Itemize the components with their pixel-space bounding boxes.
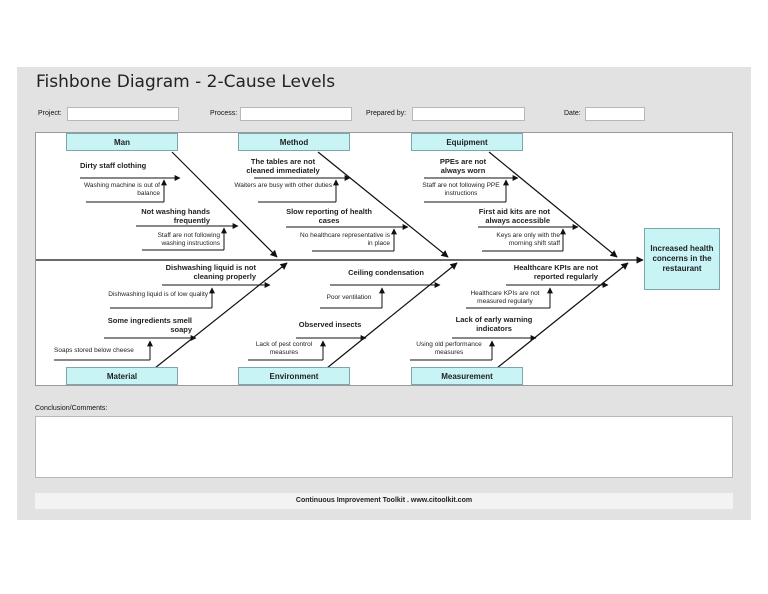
sub-cause-label: Waiters are busy with other duties: [234, 182, 332, 189]
process-label: Process:: [210, 110, 238, 117]
date-label: Date:: [564, 110, 581, 117]
cause-label: The tables are not cleaned immediately: [246, 157, 320, 175]
project-label: Project:: [38, 110, 62, 117]
prepared-by-field[interactable]: [412, 107, 525, 121]
category-material: Material: [66, 367, 178, 385]
sub-cause-label: Healthcare KPIs are not measured regular…: [470, 290, 540, 305]
sub-cause-label: Dishwashing liquid is of low quality: [108, 291, 208, 298]
cause-label: Ceiling condensation: [348, 268, 424, 277]
effect-text: Increased health concerns in the restaur…: [650, 244, 714, 273]
sub-cause-label: Staff are not following washing instruct…: [157, 232, 220, 247]
sub-cause-label: Soaps stored below cheese: [54, 347, 134, 354]
project-field[interactable]: [67, 107, 179, 121]
category-equipment: Equipment: [411, 133, 523, 151]
process-field[interactable]: [240, 107, 352, 121]
category-measurement: Measurement: [411, 367, 523, 385]
effect-box: Increased health concerns in the restaur…: [644, 228, 720, 290]
category-man: Man: [66, 133, 178, 151]
cause-label: Dirty staff clothing: [80, 161, 147, 170]
sub-cause-label: Poor ventilation: [326, 294, 372, 301]
sub-cause-label: No healthcare representative is in place: [300, 232, 390, 247]
sub-cause-label: Using old performance measures: [416, 341, 482, 356]
cause-label: Dishwashing liquid is not cleaning prope…: [165, 263, 256, 281]
cause-label: First aid kits are not always accessible: [478, 207, 550, 225]
date-field[interactable]: [585, 107, 645, 121]
cause-label: Lack of early warning indicators: [455, 315, 533, 333]
sub-cause-label: Lack of pest control measures: [255, 341, 313, 356]
cause-label: Slow reporting of health cases: [286, 207, 372, 225]
cause-label: Observed insects: [298, 320, 362, 329]
category-method: Method: [238, 133, 350, 151]
prepared-by-label: Prepared by:: [366, 110, 407, 117]
sub-cause-label: Keys are only with the morning shift sta…: [496, 232, 560, 247]
cause-label: Healthcare KPIs are not reported regular…: [513, 263, 598, 281]
sub-cause-label: Staff are not following PPE instructions: [422, 182, 500, 197]
cause-label: Some ingredients smell soapy: [107, 316, 192, 334]
page-title: Fishbone Diagram - 2-Cause Levels: [36, 72, 336, 92]
cause-label: PPEs are not always worn: [439, 157, 487, 175]
comments-field[interactable]: [35, 416, 733, 478]
sub-cause-label: Washing machine is out of balance: [84, 182, 160, 197]
category-environment: Environment: [238, 367, 350, 385]
comments-label: Conclusion/Comments:: [35, 405, 108, 412]
footer-credit: Continuous Improvement Toolkit . www.cit…: [35, 493, 733, 509]
cause-label: Not washing hands frequently: [141, 207, 210, 225]
